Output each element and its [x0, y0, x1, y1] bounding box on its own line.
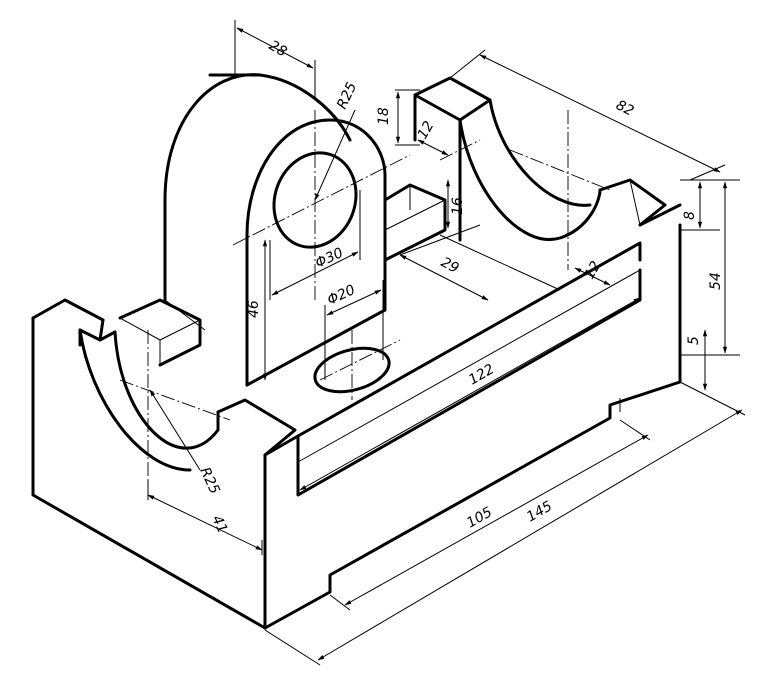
dimension-lines — [147, 20, 746, 666]
dim-12-top: 12 — [415, 118, 438, 142]
dim-16: 16 — [450, 197, 466, 215]
dim-5: 5 — [686, 336, 702, 345]
dim-8: 8 — [682, 211, 698, 220]
dim-41: 41 — [208, 513, 230, 536]
dim-82: 82 — [613, 97, 636, 119]
dimension-labels: 28 R25 18 12 82 16 Φ30 29 12 8 54 46 Φ20… — [196, 38, 724, 536]
dim-18: 18 — [376, 107, 392, 125]
dim-54: 54 — [708, 272, 724, 290]
dim-phi20: Φ20 — [325, 282, 358, 309]
dim-r25-bottom: R25 — [196, 465, 222, 497]
dim-29: 29 — [438, 254, 461, 277]
center-rib — [383, 183, 561, 291]
dim-46: 46 — [246, 300, 262, 318]
dim-r25-top: R25 — [334, 80, 360, 112]
dim-12-mid: 12 — [582, 258, 605, 282]
left-saddle — [78, 298, 297, 472]
dim-28: 28 — [266, 38, 290, 61]
dim-105: 105 — [464, 504, 495, 531]
dim-phi30: Φ30 — [313, 245, 346, 272]
base-block — [31, 223, 682, 630]
